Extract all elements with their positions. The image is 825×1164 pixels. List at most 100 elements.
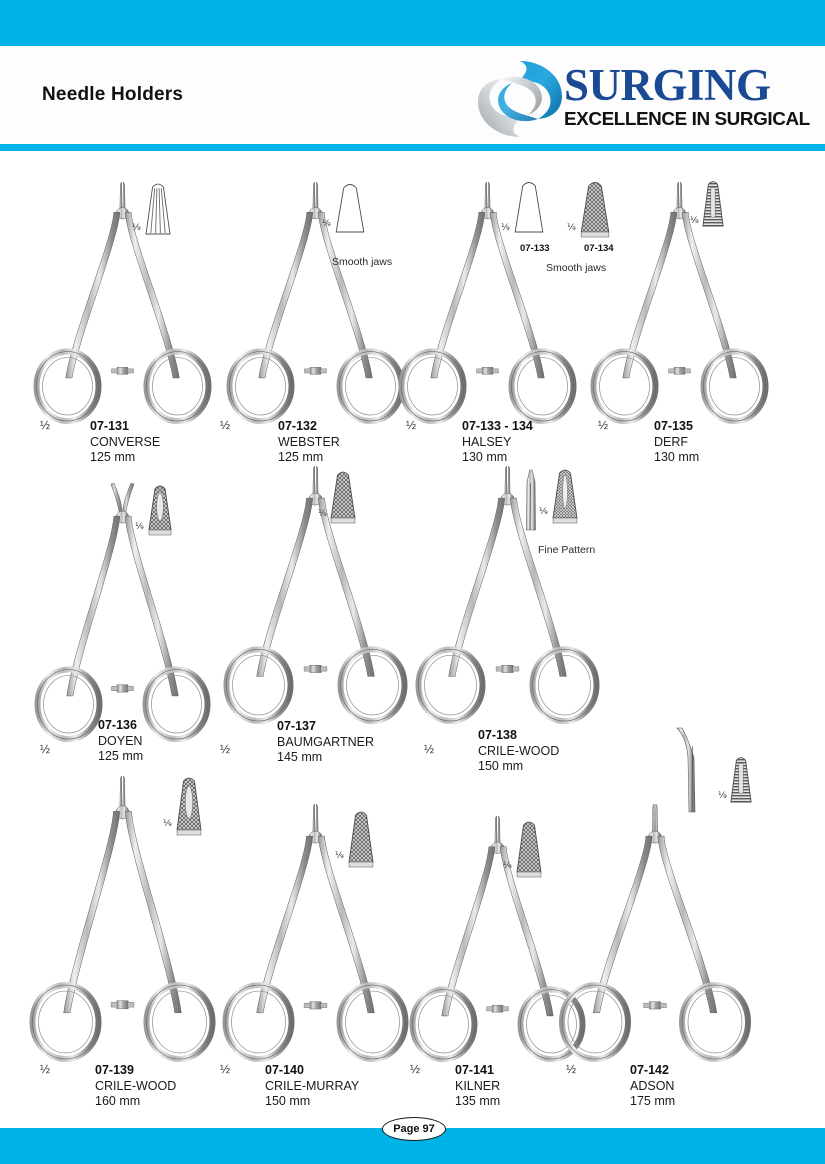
inset-scale-fraction-07-140: ⅑ xyxy=(335,850,344,860)
instrument-code: 07-132 xyxy=(278,419,317,433)
jaw-detail-inset-07-132 xyxy=(335,182,365,238)
jaw-detail-inset-07-134 xyxy=(580,180,610,238)
inset-scale-fraction-07-136: ⅑ xyxy=(135,521,144,531)
instrument-figure-07-139 xyxy=(29,772,216,1062)
scale-fraction-07-140: ½ xyxy=(220,1062,231,1076)
jaw-inset-code-07-134: 07-134 xyxy=(584,243,614,254)
instrument-name: DOYEN xyxy=(98,733,143,748)
scale-fraction-07-137: ½ xyxy=(220,742,231,756)
instrument-name: CRILE-WOOD xyxy=(95,1078,177,1093)
jaw-note-07-133-134: Smooth jaws xyxy=(546,262,607,274)
header-divider-rule xyxy=(0,144,825,151)
instrument-code: 07-138 xyxy=(478,728,517,742)
instrument-size: 125 mm xyxy=(90,450,136,464)
instrument-name: ADSON xyxy=(630,1078,675,1093)
brand-logo: SURGING EXCELLENCE IN SURGICAL xyxy=(472,58,810,140)
instrument-figure-07-142 xyxy=(559,800,751,1062)
instrument-code: 07-135 xyxy=(654,419,693,433)
jaw-closeup-photo-07-142 xyxy=(676,727,710,813)
page-title: Needle Holders xyxy=(42,84,184,105)
scale-fraction-07-136: ½ xyxy=(40,742,51,756)
instrument-size: 145 mm xyxy=(277,750,323,764)
inset-scale-fraction-07-132: ⅑ xyxy=(322,218,331,228)
instrument-figure-07-132 xyxy=(226,178,405,424)
instrument-size: 125 mm xyxy=(278,450,324,464)
scale-fraction-07-131: ½ xyxy=(40,418,51,432)
instrument-name: CRILE-MURRAY xyxy=(265,1078,360,1093)
instrument-figure-07-138 xyxy=(415,462,600,725)
scale-fraction-07-133-134: ½ xyxy=(406,418,417,432)
scale-fraction-07-132: ½ xyxy=(220,418,231,432)
jaw-note-07-138: Fine Pattern xyxy=(538,544,596,556)
instrument-size: 130 mm xyxy=(654,450,700,464)
instrument-name: WEBSTER xyxy=(278,434,340,449)
instrument-size: 150 mm xyxy=(265,1094,311,1108)
instrument-size: 150 mm xyxy=(478,759,524,773)
scale-fraction-07-139: ½ xyxy=(40,1062,51,1076)
instrument-size: 130 mm xyxy=(462,450,508,464)
instrument-name: CONVERSE xyxy=(90,434,161,449)
instrument-name: HALSEY xyxy=(462,434,512,449)
inset-scale-fraction-07-139: ⅑ xyxy=(163,818,172,828)
jaw-detail-inset-07-138 xyxy=(552,468,578,524)
instrument-name: KILNER xyxy=(455,1078,501,1093)
instrument-code: 07-133 - 134 xyxy=(462,419,533,433)
jaw-detail-inset-07-142 xyxy=(730,756,752,808)
scale-fraction-07-142: ½ xyxy=(566,1062,577,1076)
inset-scale-fraction-07-137: ⅑ xyxy=(318,508,327,518)
instrument-figure-07-133-134 xyxy=(398,178,577,424)
header-top-bar xyxy=(0,0,825,46)
scale-fraction-07-135: ½ xyxy=(598,418,609,432)
jaw-note-07-132: Smooth jaws xyxy=(332,256,393,268)
jaw-inset-code-07-133: 07-133 xyxy=(520,243,550,254)
instrument-figure-07-140 xyxy=(222,800,409,1062)
inset-scale-fraction-07-133-134: ⅑ xyxy=(501,222,510,232)
inset-scale-fraction-07-131: ⅑ xyxy=(132,222,141,232)
surging-s-sphere-icon xyxy=(472,58,568,140)
instrument-figure-07-135 xyxy=(590,178,769,424)
instrument-code: 07-140 xyxy=(265,1063,304,1077)
jaw-detail-inset-07-139 xyxy=(176,776,202,836)
logo-wordmark: SURGING xyxy=(564,60,771,110)
instrument-code: 07-141 xyxy=(455,1063,494,1077)
inset-scale-fraction-07-138: ⅑ xyxy=(539,506,548,516)
instrument-name: DERF xyxy=(654,434,689,449)
jaw-detail-inset-07-137 xyxy=(330,470,356,524)
jaw-detail-inset-07-140 xyxy=(348,810,374,868)
inset-scale-fraction-07-141: ⅑ xyxy=(503,860,512,870)
jaw-detail-inset-07-136 xyxy=(148,484,172,536)
page-number-badge: Page 97 xyxy=(382,1117,446,1141)
inset-scale-fraction-07-135: ⅑ xyxy=(690,215,699,225)
logo-text-block: SURGING EXCELLENCE IN SURGICAL xyxy=(564,62,810,129)
inset-scale-fraction-07-134: ⅑ xyxy=(567,222,576,232)
logo-tagline: EXCELLENCE IN SURGICAL xyxy=(564,108,810,129)
jaw-closeup-photo-07-138 xyxy=(520,469,542,531)
instrument-size: 175 mm xyxy=(630,1094,676,1108)
instrument-figure-07-136 xyxy=(34,480,211,742)
instrument-size: 125 mm xyxy=(98,749,144,763)
jaw-detail-inset-07-135 xyxy=(702,180,724,232)
inset-scale-fraction-07-142: ⅑ xyxy=(718,790,727,800)
instrument-code: 07-136 xyxy=(98,718,137,732)
instrument-code: 07-139 xyxy=(95,1063,134,1077)
jaw-detail-inset-07-133 xyxy=(514,180,544,238)
instrument-code: 07-142 xyxy=(630,1063,669,1077)
instrument-code: 07-137 xyxy=(277,719,316,733)
instrument-figure-07-141 xyxy=(409,812,586,1062)
jaw-detail-inset-07-141 xyxy=(516,820,542,878)
instrument-size: 135 mm xyxy=(455,1094,501,1108)
scale-fraction-07-141: ½ xyxy=(410,1062,421,1076)
instrument-size: 160 mm xyxy=(95,1094,141,1108)
